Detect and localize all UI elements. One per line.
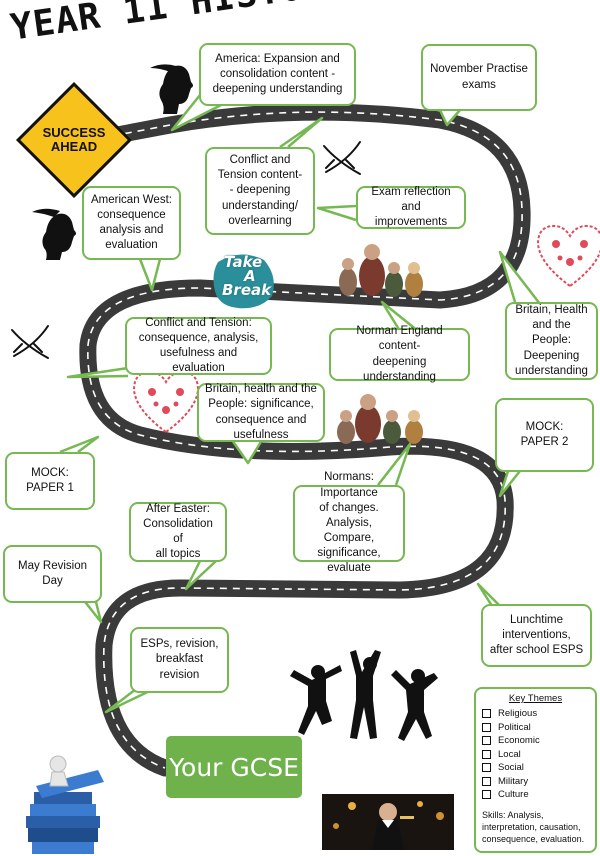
break-line-2: A xyxy=(244,267,256,285)
callout-britain-health-significance: Britain, health and the People: signific… xyxy=(197,383,325,442)
callout-mock-paper-2: MOCK: PAPER 2 xyxy=(495,398,594,472)
heart-collage-icon xyxy=(132,370,200,434)
norman-figures-icon xyxy=(339,244,423,297)
callout-conflict-tension-consequence: Conflict and Tension: consequence, analy… xyxy=(125,317,272,375)
callout-pointers xyxy=(59,94,541,714)
theme-checkbox xyxy=(482,736,491,746)
theme-checkbox xyxy=(482,790,491,800)
theme-item: Military xyxy=(482,775,589,789)
theme-checkbox xyxy=(482,709,491,719)
callout-mock-paper-1: MOCK: PAPER 1 xyxy=(5,452,95,510)
theme-label: Economic xyxy=(498,735,540,747)
crossed-swords-icon xyxy=(323,141,361,175)
road-centerline xyxy=(87,111,523,769)
callout-lunchtime-interventions: Lunchtime interventions, after school ES… xyxy=(481,604,592,667)
theme-label: Religious xyxy=(498,708,538,720)
native-american-head-icon xyxy=(150,64,193,114)
jumping-people-icon xyxy=(290,650,438,741)
theme-item: Religious xyxy=(482,707,589,721)
take-a-break-badge xyxy=(213,254,274,309)
theme-item: Culture xyxy=(482,788,589,802)
theme-label: Local xyxy=(498,748,521,760)
sign-line-1: SUCCESS xyxy=(42,124,106,140)
key-themes-panel: Key Themes Religious Political Economic … xyxy=(474,687,597,853)
theme-item: Economic xyxy=(482,734,589,748)
your-gcse-banner: Your GCSE xyxy=(166,736,302,798)
callout-conflict-tension-content: Conflict and Tension content- - deepenin… xyxy=(205,147,315,235)
callout-after-easter: After Easter: Consolidation of all topic… xyxy=(129,502,227,562)
theme-label: Social xyxy=(498,762,524,774)
callout-norman-england: Norman England content- deepening unders… xyxy=(329,325,470,383)
take-a-break-text: Take A Break xyxy=(214,253,274,309)
heart-collage-icon xyxy=(536,224,600,288)
callout-american-west: American West: consequence analysis and … xyxy=(82,186,181,260)
celebration-photo xyxy=(322,794,454,850)
stack-of-books-figure-icon xyxy=(26,755,104,854)
theme-checkbox xyxy=(482,749,491,759)
native-american-head-icon xyxy=(32,208,76,260)
crossed-swords-icon xyxy=(11,325,49,359)
callout-america: America: Expansion and consolidation con… xyxy=(199,43,356,106)
break-line-3: Break xyxy=(222,281,272,299)
theme-label: Military xyxy=(498,775,529,787)
callout-may-revision-day: May Revision Day xyxy=(3,545,102,603)
theme-checkbox xyxy=(482,722,491,732)
theme-checkbox xyxy=(482,776,491,786)
skills-text: Skills: Analysis, interpretation, causat… xyxy=(482,809,585,844)
sign-line-2: AHEAD xyxy=(50,139,98,154)
callout-november-practise-exams: November Practise exams xyxy=(421,44,537,111)
break-line-1: Take xyxy=(224,253,263,271)
callout-esps-revision: ESPs, revision, breakfast revision xyxy=(130,627,229,693)
callout-normans: Normans: Importance of changes. Analysis… xyxy=(293,471,405,574)
success-ahead-sign-text: SUCCESS AHEAD xyxy=(33,99,115,181)
theme-item: Social xyxy=(482,761,589,775)
theme-label: Political xyxy=(498,721,531,733)
norman-figures-icon xyxy=(337,394,423,444)
theme-checkbox xyxy=(482,763,491,773)
theme-item: Local xyxy=(482,748,589,762)
callout-exam-reflection: Exam reflection and improvements xyxy=(356,186,466,229)
theme-item: Political xyxy=(482,721,589,735)
callout-britain-health-deepening: Britain, Health and the People: Deepenin… xyxy=(505,302,598,380)
key-themes-title: Key Themes xyxy=(508,693,563,704)
theme-label: Culture xyxy=(498,789,529,801)
